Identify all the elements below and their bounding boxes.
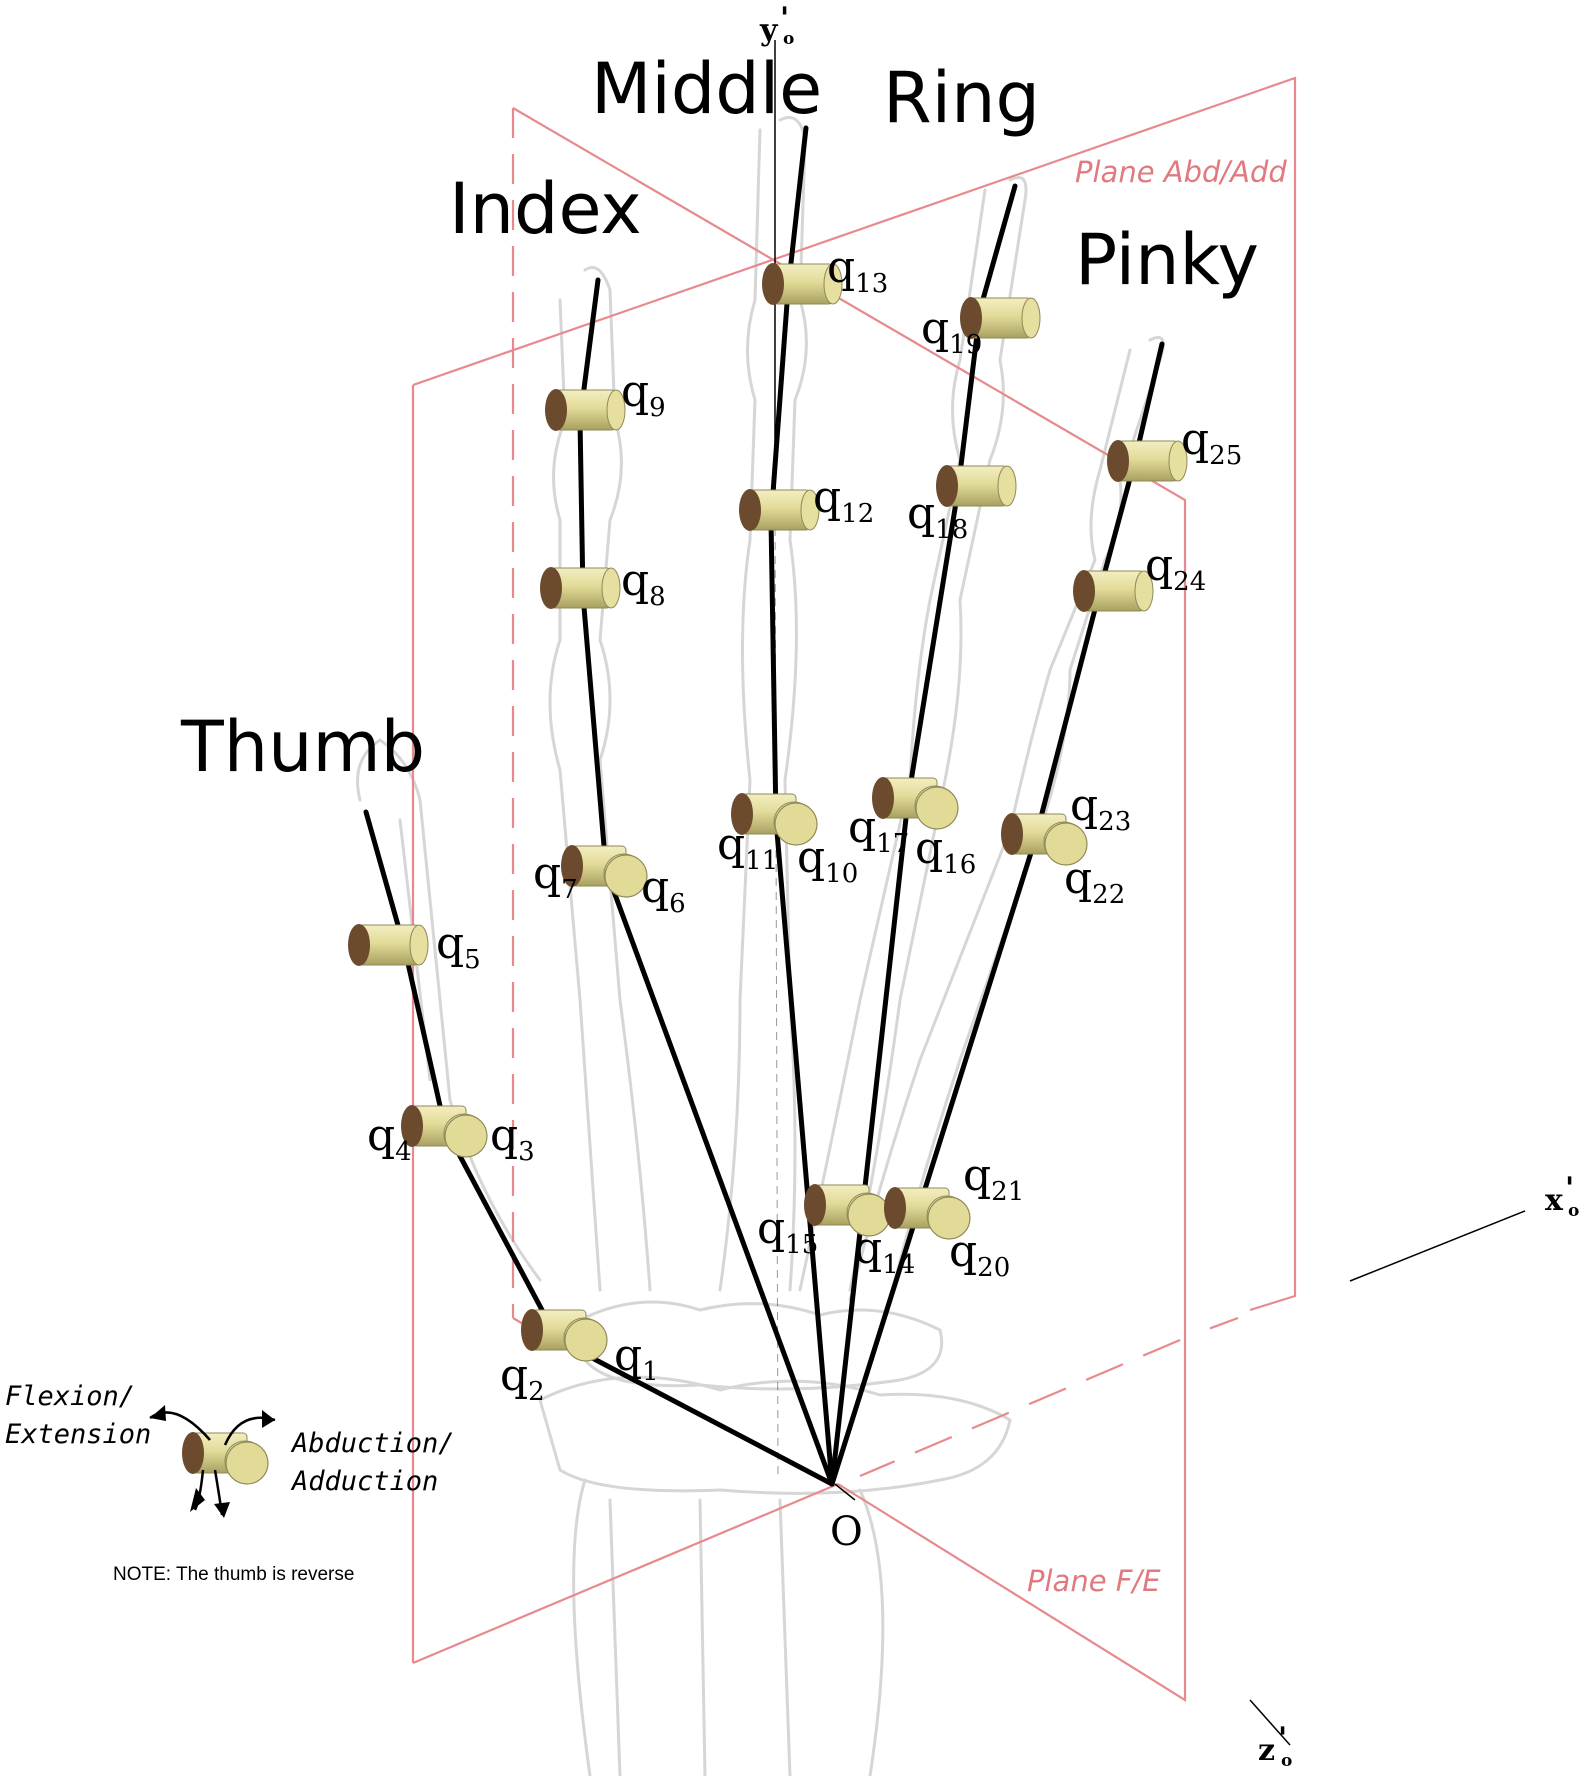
joint-label-q13: q13 — [827, 242, 888, 299]
joint-label-q22: q22 — [1064, 853, 1125, 910]
joint-label-q17: q17 — [848, 802, 909, 859]
joint-label-q24: q24 — [1145, 540, 1206, 597]
joint-label-q9: q9 — [621, 366, 666, 423]
plane-fe — [511, 107, 1187, 1702]
axis-label-y: y ' o — [759, 1, 794, 49]
joint-q18 — [935, 464, 1017, 508]
legend-joint-icon — [181, 1431, 269, 1485]
joint-label-q25: q25 — [1181, 414, 1242, 471]
finger-label-thumb: Thumb — [180, 706, 425, 788]
legend-abduction-line1: Abduction/ — [290, 1428, 455, 1459]
legend-note: NOTE: The thumb is reverse — [113, 1564, 354, 1585]
joint-label-q19: q19 — [921, 303, 982, 360]
axis-label-z: z ' o — [1258, 1721, 1292, 1771]
plane-abd-add — [411, 76, 1297, 1665]
joint-label-q18: q18 — [907, 488, 968, 545]
legend-abduction-line2: Adduction — [290, 1466, 438, 1497]
svg-text:': ' — [780, 1, 789, 36]
svg-text:z: z — [1258, 1733, 1275, 1768]
axis-label-x: x ' o — [1545, 1171, 1579, 1221]
joint-q8 — [539, 566, 621, 610]
joint-q5 — [347, 923, 429, 967]
joint-q9 — [544, 388, 626, 432]
joint-label-q10: q10 — [797, 832, 858, 889]
finger-label-pinky: Pinky — [1075, 219, 1259, 301]
svg-text:': ' — [1565, 1171, 1574, 1206]
joint-label-q11: q11 — [717, 819, 778, 876]
joint-q24 — [1072, 569, 1154, 613]
joint-label-q6: q6 — [641, 862, 686, 919]
joint-label-q20: q20 — [949, 1226, 1010, 1283]
svg-text:x: x — [1545, 1183, 1564, 1218]
joint-label-q23: q23 — [1070, 780, 1131, 837]
joint-q1-q2 — [520, 1308, 608, 1362]
joint-label-q12: q12 — [813, 472, 874, 529]
joint-label-q15: q15 — [757, 1203, 818, 1260]
svg-text:y: y — [759, 13, 779, 48]
joint-label-q5: q5 — [436, 918, 481, 975]
svg-text:o: o — [1568, 1201, 1579, 1221]
joint-q25 — [1106, 439, 1188, 483]
joint-label-q2: q2 — [500, 1350, 545, 1407]
plane-abd-add-label: Plane Abd/Add — [1075, 155, 1287, 189]
joint-label-q14: q14 — [854, 1223, 915, 1280]
joint-q12 — [738, 488, 820, 532]
legend-flexion-line2: Extension — [5, 1419, 151, 1450]
joint-labels: q1q2q3q4q5q6q7q8q9q10q11q12q13q14q15q16q… — [367, 242, 1242, 1407]
joint-label-q3: q3 — [490, 1110, 535, 1167]
finger-label-middle: Middle — [591, 48, 822, 130]
joint-label-q1: q1 — [614, 1330, 659, 1387]
joint-label-q4: q4 — [367, 1110, 412, 1167]
joint-label-q8: q8 — [621, 555, 666, 612]
finger-label-index: Index — [449, 168, 642, 250]
joint-label-q7: q7 — [533, 848, 578, 905]
svg-text:o: o — [783, 29, 794, 49]
svg-text:': ' — [1278, 1721, 1287, 1756]
finger-labels: Middle Ring Index Pinky Thumb — [180, 48, 1259, 788]
plane-fe-label: Plane F/E — [1027, 1564, 1161, 1598]
finger-label-ring: Ring — [883, 57, 1040, 139]
joint-label-q21: q21 — [963, 1150, 1024, 1207]
legend: Flexion/ Extension Abduction/ Adduction … — [5, 1381, 455, 1585]
svg-text:o: o — [1281, 1751, 1292, 1771]
origin-label: O — [830, 1509, 863, 1555]
joint-label-q16: q16 — [915, 823, 976, 880]
legend-flexion-line1: Flexion/ — [5, 1381, 135, 1412]
